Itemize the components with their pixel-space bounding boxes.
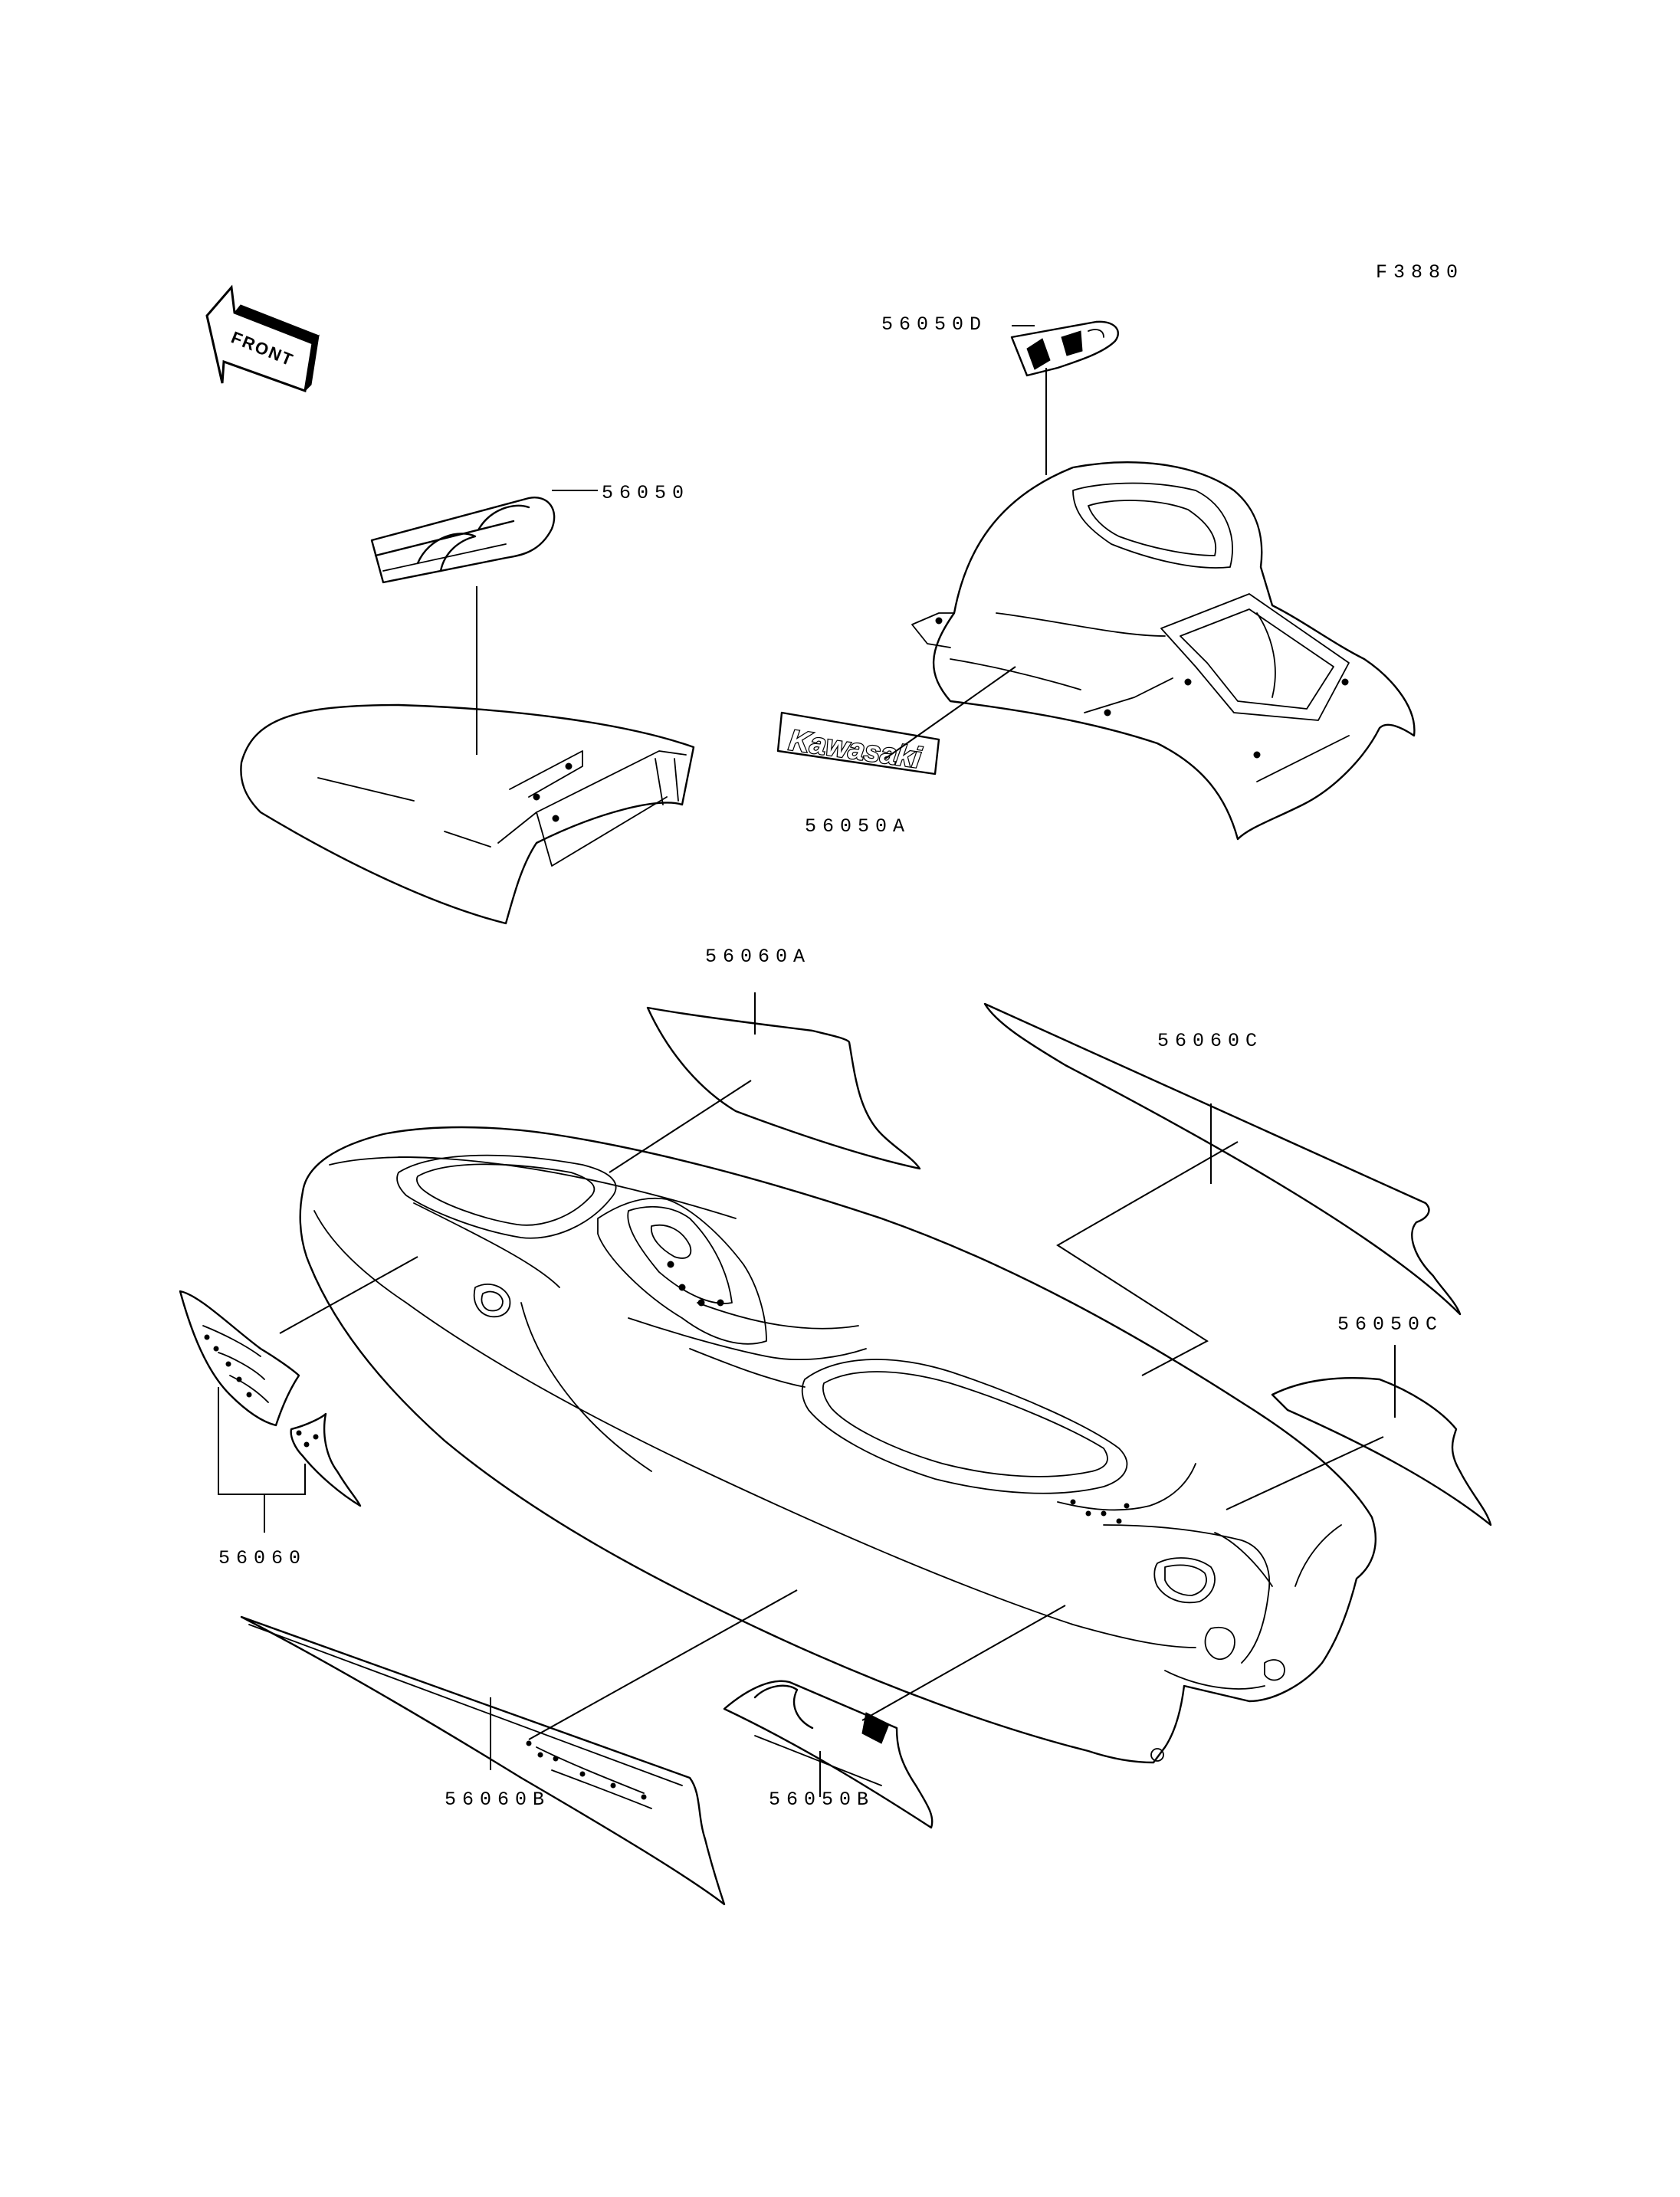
figure-code: F3880 <box>1376 261 1464 284</box>
part-label-56050c: 56050C <box>1337 1313 1443 1336</box>
decal-kawasaki-part: Kawasaki <box>776 711 940 776</box>
part-label-56050d: 56050D <box>881 313 987 336</box>
front-arrow-icon: FRONT <box>205 284 320 393</box>
decal-56050b-part <box>723 1680 934 1829</box>
decal-56060-part <box>179 1290 362 1507</box>
rear-seat-cover-part <box>240 703 695 925</box>
front-hood-part <box>911 461 1416 841</box>
part-label-56060a: 56060A <box>705 946 811 968</box>
part-label-56050b: 56050B <box>769 1789 874 1811</box>
part-label-56050: 56050 <box>602 482 690 504</box>
leader-lines <box>218 325 1396 1797</box>
part-label-56060b: 56060B <box>445 1789 550 1811</box>
decal-56060b-part <box>240 1615 726 1906</box>
hull-body-part <box>299 1126 1377 1764</box>
part-label-56060: 56060 <box>218 1547 307 1569</box>
decal-kawasaki-text: Kawasaki <box>787 724 924 775</box>
decal-56060c-part <box>983 1002 1462 1316</box>
decal-56060a-part <box>646 1006 921 1170</box>
decal-st-part <box>370 497 556 584</box>
part-label-56060c: 56060C <box>1157 1030 1263 1052</box>
part-label-56050a: 56050A <box>805 815 911 838</box>
decal-top-logo-part <box>1010 320 1120 377</box>
decal-56050c-part <box>1271 1376 1492 1526</box>
